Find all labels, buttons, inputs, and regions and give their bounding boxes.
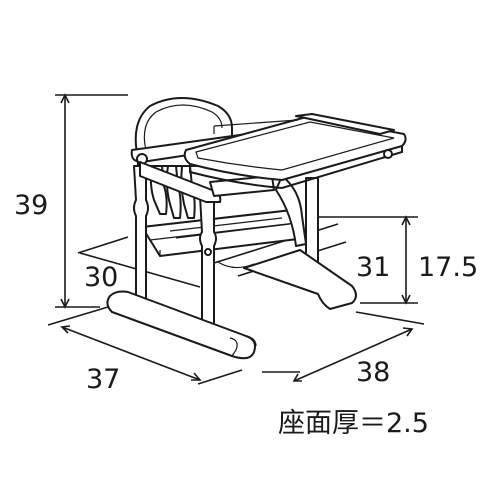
dimension-labels: 39 30 31 17.5 37 38 座面厚＝2.5: [14, 190, 478, 439]
tray: [183, 113, 407, 190]
leg-gap-label: 31: [356, 252, 390, 283]
seat-height-label: 17.5: [418, 252, 478, 283]
high-chair-drawing: [106, 97, 407, 360]
seat-depth-label: 30: [84, 262, 118, 293]
seat-thickness-note: 座面厚＝2.5: [278, 408, 429, 439]
total-height-label: 39: [14, 190, 48, 221]
depth-label: 38: [356, 357, 390, 388]
width-label: 37: [86, 364, 120, 395]
